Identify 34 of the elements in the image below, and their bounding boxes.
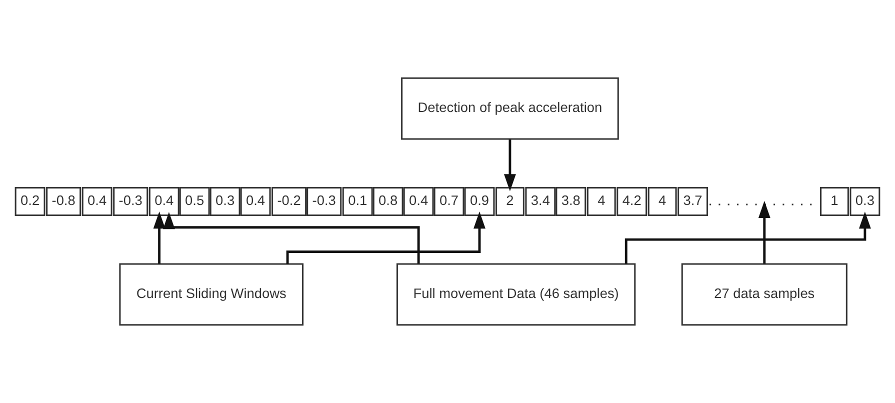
node-box: 3.4 <box>525 187 556 216</box>
arrow <box>162 212 420 264</box>
node-box: 2 <box>496 187 524 216</box>
node-box: 0.9 <box>464 187 495 216</box>
node-box: 0.4 <box>82 187 112 216</box>
node-box: 0.1 <box>342 187 373 216</box>
node-box: 1 <box>820 187 849 216</box>
node-box: 0.7 <box>434 187 464 216</box>
node-box: -0.8 <box>46 187 82 216</box>
node-box: 0.3 <box>850 187 880 216</box>
node-box: 0.4 <box>148 187 180 216</box>
node-box: 0.8 <box>372 187 404 216</box>
node-box: 0.3 <box>210 187 240 216</box>
node-box: -0.3 <box>113 187 148 216</box>
node-box: 4 <box>648 187 677 216</box>
node-box: Detection of peak acceleration <box>401 77 619 140</box>
node-box: 3.7 <box>678 187 708 216</box>
node-box: 0.4 <box>240 187 271 216</box>
node-box: 27 data samples <box>681 263 848 326</box>
node-box: 0.4 <box>403 187 434 216</box>
node-box: Current Sliding Windows <box>119 263 304 326</box>
node-box: 0.2 <box>14 187 46 216</box>
arrow <box>758 200 770 264</box>
node-box: 4.2 <box>616 187 648 216</box>
node-box: -0.2 <box>272 187 307 216</box>
node-box: 0.5 <box>179 187 210 216</box>
arrow <box>153 212 166 264</box>
node-box: 3.8 <box>556 187 586 216</box>
arrow <box>286 212 486 264</box>
node-box: Full movement Data (46 samples) <box>396 263 636 326</box>
node-box: -0.3 <box>306 187 342 216</box>
arrow <box>624 212 871 264</box>
arrow <box>504 140 516 192</box>
node-box: 4 <box>586 187 616 216</box>
